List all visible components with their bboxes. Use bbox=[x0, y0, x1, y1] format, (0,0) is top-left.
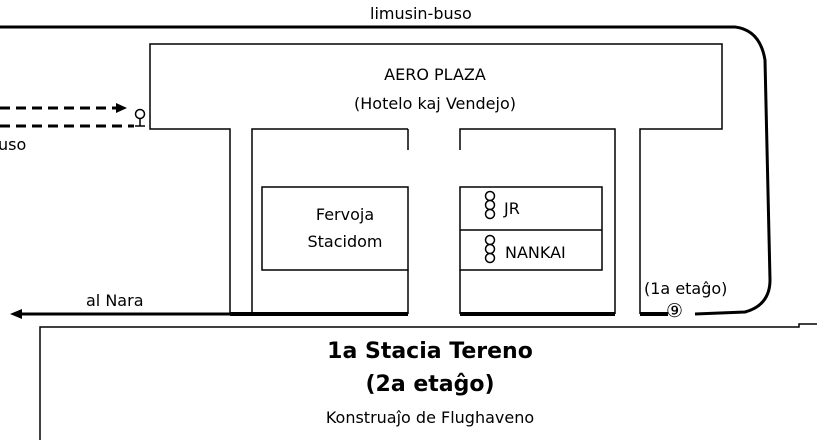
arrow-right-icon bbox=[116, 103, 127, 113]
building-label: Konstruaĵo de Flughaveno bbox=[325, 408, 535, 427]
first-floor-label: (1a etaĝo) bbox=[644, 279, 728, 298]
left-block-outline bbox=[251, 128, 409, 314]
jr-label: JR bbox=[504, 199, 520, 218]
to-nara-label: al Nara bbox=[86, 291, 144, 310]
limousine-bus-route bbox=[0, 25, 772, 316]
aero-plaza-subtitle: (Hotelo kaj Vendejo) bbox=[354, 94, 516, 113]
stop-number-badge: ⑨ bbox=[666, 300, 684, 322]
aero-plaza-outline bbox=[149, 43, 723, 314]
right-block-outline bbox=[459, 128, 616, 314]
arrow-left-icon bbox=[10, 309, 22, 319]
station-label-2: Stacidom bbox=[307, 232, 383, 251]
station-label-1: Fervoja bbox=[315, 205, 375, 224]
airport-building-outline bbox=[39, 323, 817, 440]
bus-label-partial: uso bbox=[0, 135, 27, 154]
nankai-label: NANKAI bbox=[505, 243, 566, 262]
bus-arrows bbox=[0, 106, 134, 128]
terminal-floor: (2a etaĝo) bbox=[365, 372, 495, 397]
bus-stop-icon bbox=[134, 108, 146, 127]
train-stop-icon bbox=[484, 190, 496, 264]
aero-plaza-name: AERO PLAZA bbox=[384, 65, 486, 84]
jr-nankai-box bbox=[459, 186, 603, 271]
railway-station-box bbox=[261, 186, 409, 271]
limousine-bus-label: limusin-buso bbox=[370, 4, 472, 23]
terminal-title: 1a Stacia Tereno bbox=[327, 339, 533, 364]
